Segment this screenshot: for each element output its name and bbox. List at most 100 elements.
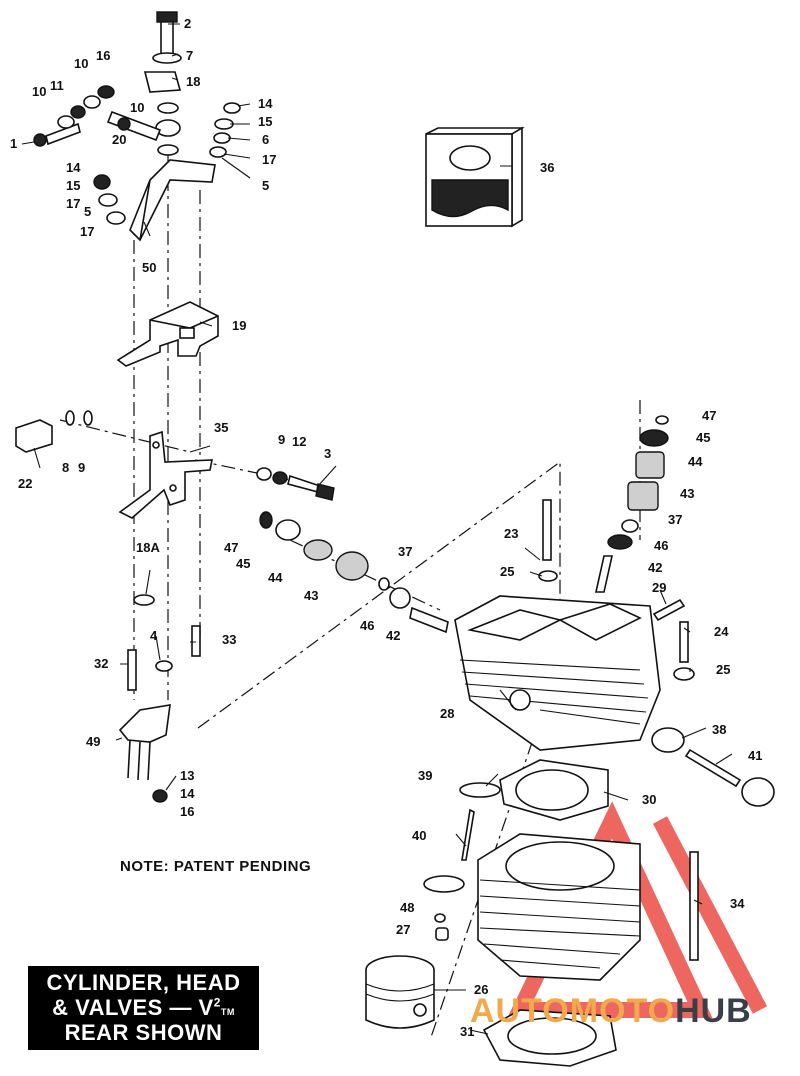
seal-38 xyxy=(651,727,685,753)
callout: 9 xyxy=(278,432,285,447)
callout: 47 xyxy=(702,408,716,423)
callout: 45 xyxy=(696,430,710,445)
callout: 17 xyxy=(66,196,80,211)
callout: 1 xyxy=(10,136,17,151)
piston xyxy=(365,955,435,1029)
seal-39 xyxy=(459,782,501,798)
valve-40 xyxy=(461,808,475,861)
cylinder-26 xyxy=(477,833,699,981)
watermark-text: AUTOMOTOHUB xyxy=(470,992,752,1031)
callout: 20 xyxy=(112,132,126,147)
callout: 2 xyxy=(184,16,191,31)
bracket-19 xyxy=(116,301,219,367)
callout: 44 xyxy=(268,570,283,585)
callout: 25 xyxy=(716,662,730,677)
callout: 43 xyxy=(304,588,318,603)
diagram-title-box: CYLINDER, HEAD & VALVES — V2TM REAR SHOW… xyxy=(28,966,259,1050)
callout: 33 xyxy=(222,632,236,647)
callout: 39 xyxy=(418,768,432,783)
callout: 14 xyxy=(180,786,195,801)
callout: 41 xyxy=(748,748,762,763)
note-text: NOTE: PATENT PENDING xyxy=(120,858,312,875)
title-line-2-text: & VALVES — V xyxy=(52,995,214,1020)
callout: 5 xyxy=(262,178,269,193)
callout: 11 xyxy=(50,78,64,93)
callout: 10 xyxy=(74,56,88,71)
watermark-part-1: AUTOMOTO xyxy=(470,992,676,1030)
callout: 40 xyxy=(412,828,426,843)
callout: 15 xyxy=(66,178,80,193)
block-22 xyxy=(15,419,53,453)
callout: 8 xyxy=(62,460,69,475)
left-valve-train xyxy=(259,511,449,634)
callout: 35 xyxy=(214,420,228,435)
callout: 44 xyxy=(688,454,703,469)
title-line-2: & VALVES — V2TM xyxy=(28,995,259,1020)
bolt-2-head xyxy=(156,11,178,23)
callout: 30 xyxy=(642,792,656,807)
valve-41 xyxy=(684,748,742,788)
callout: 45 xyxy=(236,556,250,571)
callout: 18 xyxy=(186,74,200,89)
callout: 25 xyxy=(500,564,514,579)
callout: 14 xyxy=(66,160,81,175)
callout: 5 xyxy=(84,204,91,219)
bolt-2 xyxy=(160,17,174,55)
bracket-35 xyxy=(15,410,335,519)
callout: 31 xyxy=(460,1024,474,1039)
callout: 15 xyxy=(258,114,272,129)
callout: 4 xyxy=(150,628,158,643)
bolt-1-head xyxy=(33,133,47,147)
callout-labels: 1 2 3 4 5 5 5 6 7 8 9 9 10 10 10 11 12 1… xyxy=(10,16,762,1039)
callout: 6 xyxy=(262,132,269,147)
callout: 42 xyxy=(648,560,662,575)
callout: 43 xyxy=(680,486,694,501)
bracket-18 xyxy=(143,71,182,93)
callout: 46 xyxy=(654,538,668,553)
callout: 17 xyxy=(80,224,94,239)
callout: 19 xyxy=(232,318,246,333)
bracket-49 xyxy=(118,704,171,743)
callout: 47 xyxy=(224,540,238,555)
callout: 13 xyxy=(180,768,194,783)
title-line-3: REAR SHOWN xyxy=(64,1020,223,1045)
callout: 48 xyxy=(400,900,414,915)
title-tm: TM xyxy=(220,1007,235,1017)
callout: 27 xyxy=(396,922,410,937)
callout: 46 xyxy=(360,618,374,633)
callout: 16 xyxy=(96,48,110,63)
callout: 38 xyxy=(712,722,726,737)
callout: 3 xyxy=(324,446,331,461)
part-36-box xyxy=(425,126,525,228)
cylinder-head-28 xyxy=(454,595,661,751)
callout: 24 xyxy=(714,624,729,639)
upper-bracket-assembly xyxy=(33,11,241,242)
callout: 7 xyxy=(186,48,193,63)
callout: 14 xyxy=(258,96,273,111)
callout: 28 xyxy=(440,706,454,721)
gasket-31 xyxy=(482,1009,617,1067)
title-superscript: 2 xyxy=(213,995,221,1010)
callout: 9 xyxy=(78,460,85,475)
callout: 23 xyxy=(504,526,518,541)
watermark-part-2: HUB xyxy=(675,992,752,1030)
callout: 36 xyxy=(540,160,554,175)
callout: 37 xyxy=(398,544,412,559)
bolt-23 xyxy=(542,499,552,561)
callout: 34 xyxy=(730,896,745,911)
callout: 16 xyxy=(180,804,194,819)
callout: 50 xyxy=(142,260,156,275)
callout: 12 xyxy=(292,434,306,449)
callout: 17 xyxy=(262,152,276,167)
callout: 49 xyxy=(86,734,100,749)
right-valve-train xyxy=(538,415,695,681)
gaskets-seals xyxy=(423,727,775,941)
callout: 37 xyxy=(668,512,682,527)
callout: 32 xyxy=(94,656,108,671)
callout: 22 xyxy=(18,476,32,491)
callout: 10 xyxy=(130,100,144,115)
callout: 26 xyxy=(474,982,488,997)
callout: 42 xyxy=(386,628,400,643)
left-lower-parts xyxy=(118,594,201,803)
